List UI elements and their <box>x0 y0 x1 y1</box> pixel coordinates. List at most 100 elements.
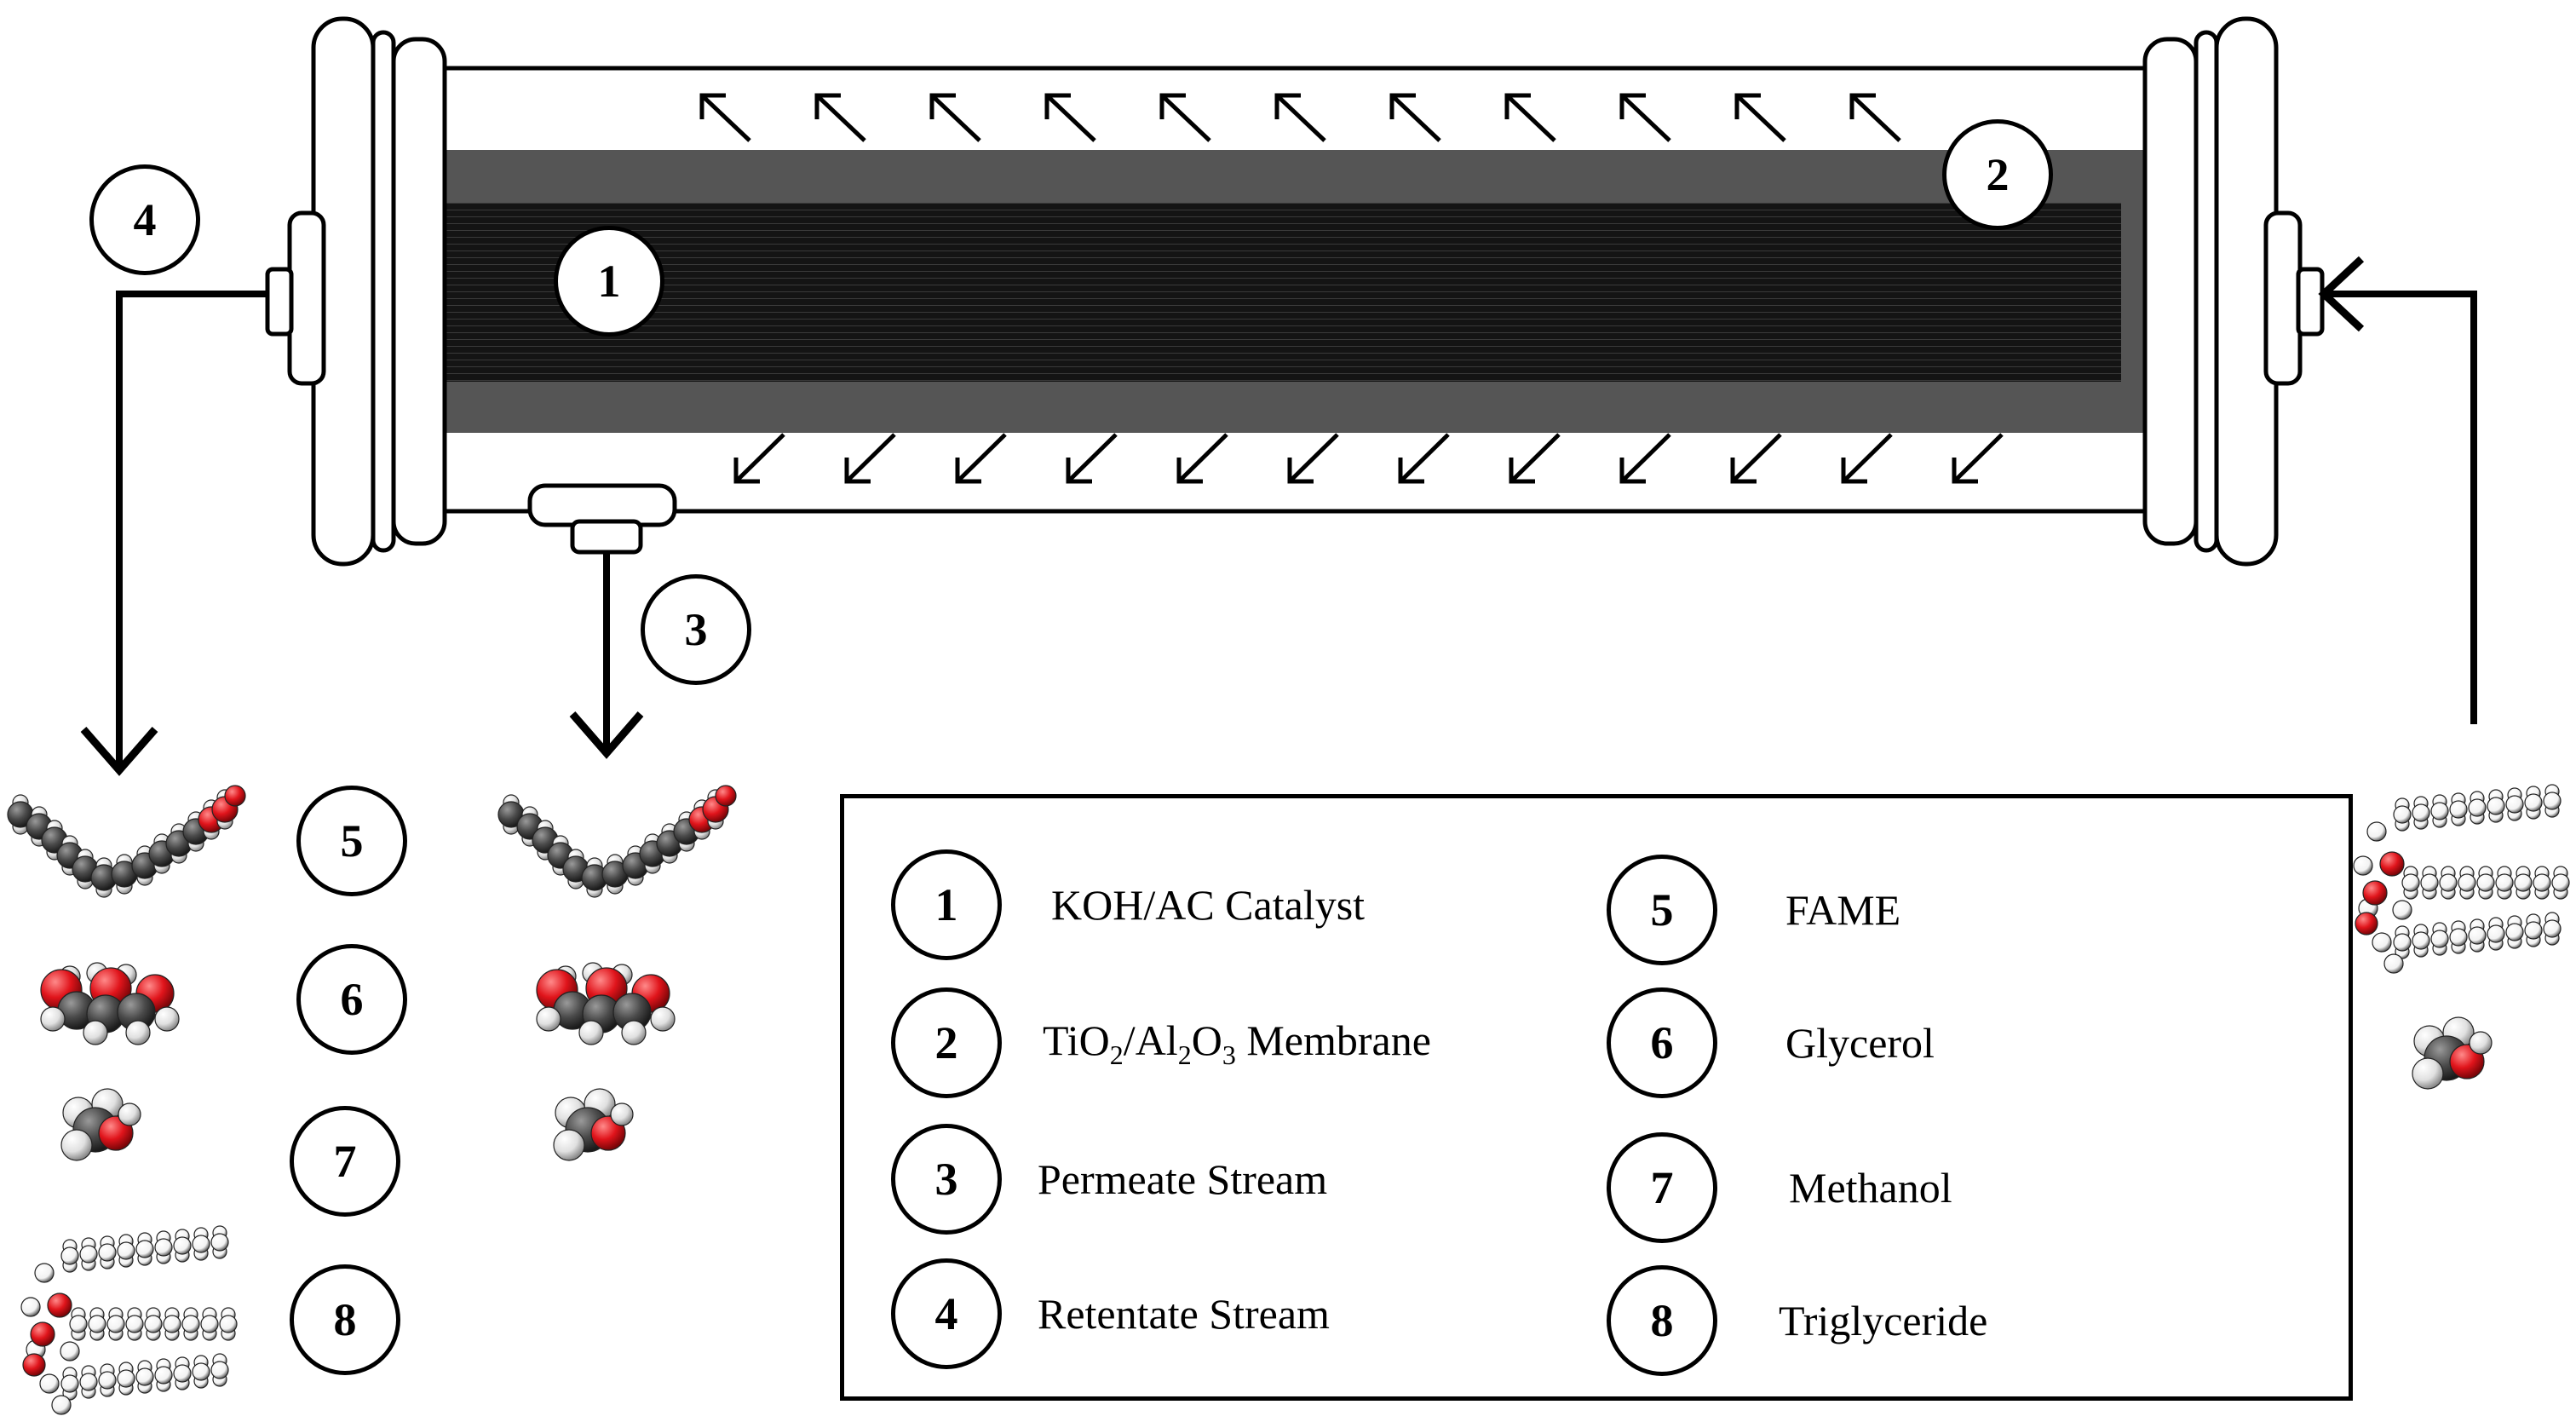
atom <box>2487 924 2505 943</box>
atom <box>34 1263 55 1283</box>
atom <box>610 1102 634 1126</box>
legend-number: 5 <box>1607 855 1717 965</box>
legend-label: Triglyceride <box>1779 1297 1988 1344</box>
atom <box>2514 873 2533 892</box>
atom <box>192 1362 210 1381</box>
atom <box>51 1395 72 1415</box>
legend-item-catalyst: 1 KOH/AC Catalyst <box>891 849 1365 960</box>
atom <box>2401 873 2420 892</box>
atom <box>715 785 737 807</box>
legend-item-retentate: 4 Retentate Stream <box>891 1258 1330 1369</box>
legend-label-part: TiO <box>1043 1016 1110 1064</box>
legend-label: Glycerol <box>1785 1019 1935 1067</box>
atom <box>2468 798 2487 817</box>
legend-label: KOH/AC Catalyst <box>1051 881 1366 929</box>
callout-glycerol: 6 <box>296 944 407 1055</box>
atom <box>60 1246 79 1265</box>
atom <box>2505 923 2524 941</box>
atom <box>210 1361 229 1379</box>
atom <box>2366 821 2387 842</box>
atom <box>20 1297 41 1317</box>
flow-arrow <box>1504 93 1556 142</box>
atom <box>2505 795 2524 814</box>
legend-item-membrane: 2 TiO2/Al2O3 Membrane <box>891 987 1431 1098</box>
atom <box>578 1020 604 1045</box>
methanol-molecule <box>553 1088 634 1161</box>
atom <box>117 1369 135 1388</box>
atom <box>2476 873 2495 892</box>
atom <box>2355 912 2378 936</box>
atom <box>40 1006 66 1032</box>
atom <box>47 1292 72 1318</box>
atom <box>125 1315 144 1333</box>
flow-arrow <box>1734 93 1786 142</box>
atom <box>2551 873 2570 892</box>
flange-left <box>265 16 447 567</box>
legend-item-glycerol: 6 Glycerol <box>1607 987 1935 1098</box>
flow-arrow <box>1509 433 1561 484</box>
flow-arrow <box>844 433 896 484</box>
retentate-line <box>80 291 267 776</box>
callout-triglyceride: 8 <box>290 1264 400 1375</box>
flow-arrow <box>1389 93 1441 142</box>
legend-number: 1 <box>891 849 1002 960</box>
atom <box>154 1006 180 1032</box>
legend-number: 7 <box>1607 1132 1717 1243</box>
legend-number: 6 <box>1607 987 1717 1098</box>
atom <box>210 1233 229 1252</box>
legend-label: Permeate Stream <box>1038 1155 1328 1203</box>
atom <box>219 1315 238 1333</box>
catalyst-bed <box>439 203 2121 382</box>
atom <box>2469 1031 2493 1055</box>
flow-arrow <box>1287 433 1339 484</box>
atom <box>2458 873 2476 892</box>
flow-arrow <box>814 93 866 142</box>
legend-label-part: O <box>1191 1016 1222 1064</box>
methanol-molecule <box>2412 1016 2493 1090</box>
legend-number: 8 <box>1607 1265 1717 1376</box>
atom <box>135 1367 154 1386</box>
atom <box>536 1006 561 1032</box>
permeate-port <box>527 483 677 555</box>
legend-label-part: Membrane <box>1235 1016 1431 1064</box>
callout-permeate: 3 <box>641 574 751 685</box>
flow-arrow <box>1066 433 1118 484</box>
flow-arrow <box>955 433 1007 484</box>
atom <box>30 1321 55 1347</box>
atom <box>2353 855 2373 876</box>
atom <box>224 785 246 807</box>
flow-arrow <box>1176 433 1228 484</box>
fame-molecule <box>7 785 246 898</box>
atom <box>2533 873 2551 892</box>
atom <box>192 1235 210 1253</box>
glycerol-molecule <box>536 962 676 1045</box>
atom <box>173 1236 192 1255</box>
flow-arrow <box>1398 433 1450 484</box>
atom <box>118 1102 141 1126</box>
permeation-arrows-top <box>699 93 1901 142</box>
legend-label: FAME <box>1785 886 1901 934</box>
legend-number: 4 <box>891 1258 1002 1369</box>
legend-number: 3 <box>891 1124 1002 1235</box>
atom <box>2543 919 2562 938</box>
permeation-arrows-bottom <box>733 433 2004 484</box>
legend-item-methanol: 7 Methanol <box>1607 1132 1952 1243</box>
flow-arrow <box>1619 93 1671 142</box>
legend-item-permeate: 3 Permeate Stream <box>891 1124 1327 1235</box>
atom <box>2372 932 2392 953</box>
atom <box>79 1245 98 1264</box>
legend: 1 KOH/AC Catalyst 2 TiO2/Al2O3 Membrane … <box>840 794 2353 1401</box>
atom <box>60 1129 93 1161</box>
atom <box>2449 928 2468 947</box>
atom <box>117 1241 135 1260</box>
triglyceride-molecule <box>20 1225 238 1415</box>
callout-membrane: 2 <box>1942 119 2053 230</box>
methanol-molecule <box>60 1088 141 1161</box>
atom <box>2524 793 2543 812</box>
atom <box>79 1373 98 1391</box>
atom <box>650 1006 676 1032</box>
flow-arrow <box>1159 93 1211 142</box>
atom <box>60 1374 79 1393</box>
callout-retentate: 4 <box>89 164 200 275</box>
